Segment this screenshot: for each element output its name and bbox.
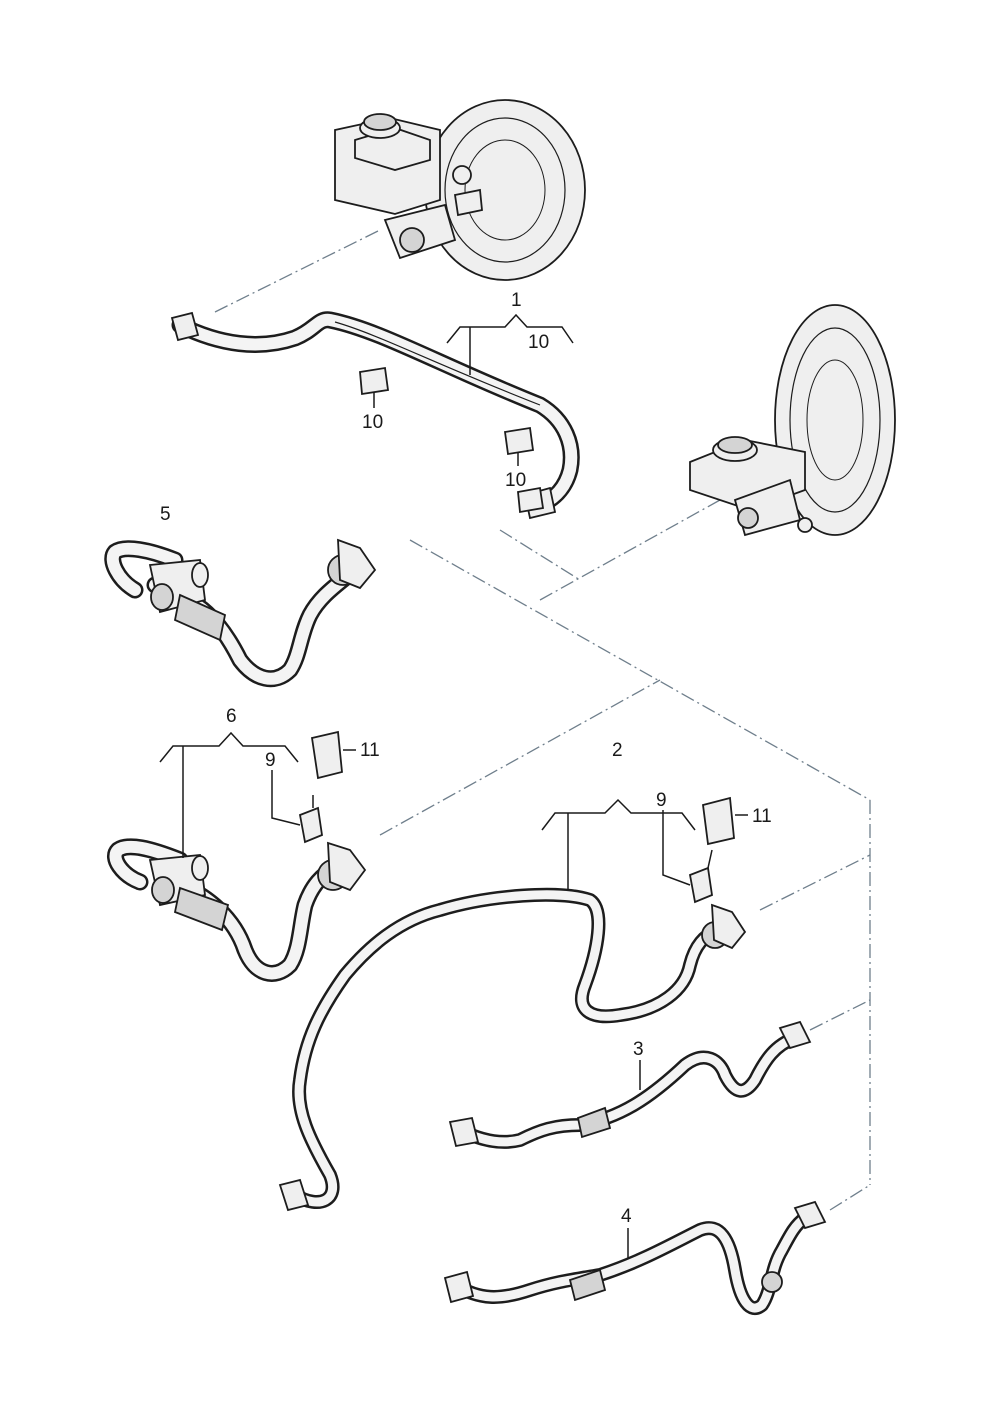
- sensor-9-a: [271, 770, 323, 844]
- clip-10-b: [503, 426, 535, 466]
- vacuum-hose-3: [448, 1020, 812, 1149]
- vacuum-hose-4: [443, 1200, 827, 1315]
- label-part-10-bracket: 10: [528, 332, 549, 353]
- label-part-9-a: 9: [265, 750, 276, 771]
- label-part-5: 5: [160, 504, 171, 525]
- connector-11-a: [310, 730, 356, 780]
- clip-10-a: [359, 366, 390, 408]
- label-part-9-b: 9: [656, 790, 667, 811]
- clip-10-c: [517, 486, 545, 514]
- label-part-11-a: 11: [360, 740, 380, 761]
- label-part-10-clip-a: 10: [362, 412, 383, 433]
- bracket-6: [159, 731, 299, 858]
- bracket-1: [446, 313, 574, 375]
- part-labels: 1 10 10 10 5 6 11 9 2 9 11 3 4: [160, 290, 772, 1227]
- sensor-9-b: [662, 810, 713, 904]
- reference-lines: [214, 229, 871, 1211]
- label-part-1: 1: [511, 290, 522, 311]
- vacuum-hose-6: [107, 838, 367, 982]
- label-part-2: 2: [612, 740, 623, 761]
- connector-11-b: [702, 796, 748, 846]
- label-part-4: 4: [621, 1206, 632, 1227]
- label-part-3: 3: [633, 1039, 644, 1060]
- vacuum-hose-5: [104, 538, 377, 688]
- label-part-6: 6: [226, 706, 237, 727]
- label-part-10-clip-b: 10: [505, 470, 526, 491]
- bracket-2: [541, 798, 696, 890]
- label-part-11-b: 11: [752, 806, 772, 827]
- brake-booster-right: [689, 304, 896, 537]
- brake-booster-top: [334, 99, 586, 281]
- vacuum-hose-2: [278, 887, 747, 1212]
